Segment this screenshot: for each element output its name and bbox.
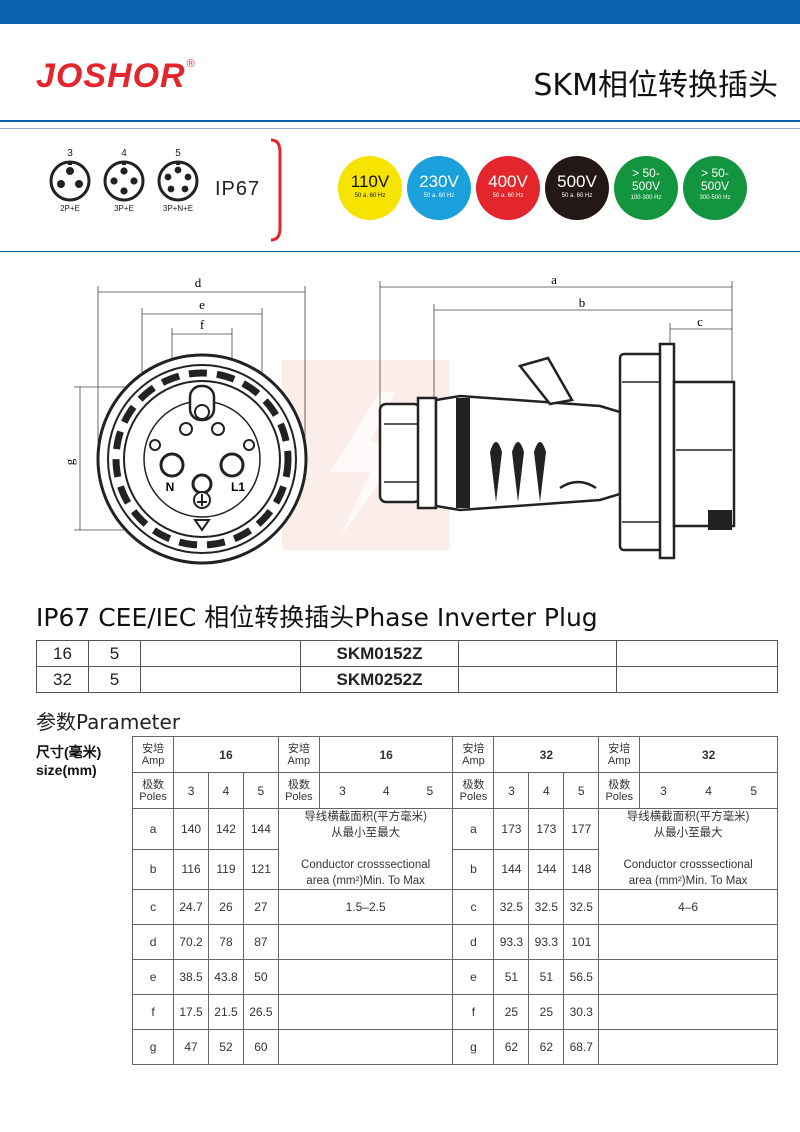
dimension-label: a [452,808,495,850]
voltage-value: 500V [557,172,597,191]
dim-label-b: b [579,295,586,310]
technical-drawing: d e f g N L1 a b c [62,272,736,565]
model-poles: 5 [88,666,141,693]
top-color-bar [0,0,800,24]
model-code: SKM0252Z [300,666,459,693]
dimension-label: d [452,924,495,960]
voltage-badge: 110V 50 a. 60 Hz [338,156,402,220]
voltage-frequency: 50 a. 60 Hz [423,193,455,199]
model-poles: 5 [88,640,141,667]
voltage-frequency: 50 a. 60 Hz [354,193,386,199]
amp-value: 32 [639,736,778,773]
voltage-frequency: 300-500 Hz [699,195,731,201]
dimension-label: c [132,889,175,925]
pin-label-l1: L1 [231,480,245,494]
ip-rating: IP67 [215,178,261,200]
dimension-label: e [452,959,495,995]
dim-label-g: g [62,458,77,465]
dimension-label: b [452,848,495,890]
dim-label-c: c [697,314,703,329]
product-title: IP67 CEE/IEC 相位转换插头Phase Inverter Plug [36,603,598,632]
conductor-value-32: 4–6 [598,889,778,925]
voltage-frequency: 100-300 Hz [630,195,662,201]
voltage-value: > 50- 500V [631,166,661,193]
voltage-badge: > 50- 500V 100-300 Hz [614,156,678,220]
parameter-title: 参数Parameter [36,710,181,734]
socket-face-icon [103,160,145,202]
red-bracket-divider [270,138,282,242]
amp-value: 16 [173,736,279,773]
conductor-value-16: 1.5–2.5 [277,889,454,925]
model-amp: 32 [36,666,89,693]
model-code: SKM0152Z [300,640,459,667]
dim-label-a: a [551,272,557,287]
header-divider [0,120,800,122]
dimension-label: g [132,1029,175,1065]
dimension-label: e [132,959,175,995]
dimension-label: d [132,924,175,960]
socket-types: 3 2P+E 4 3P+E 5 [0,148,290,238]
voltage-badge: 230V 50 a. 60 Hz [407,156,471,220]
header: JOSHOR® SKM相位转换插头 [0,24,800,120]
dimension-label: a [132,808,175,850]
section-divider [0,251,800,252]
dimension-label: b [132,848,175,890]
amp-value: 16 [318,736,454,773]
socket-5-pin: 5 3P+N+E [148,148,208,213]
amp-value: 32 [493,736,600,773]
voltage-badge: 500V 50 a. 60 Hz [545,156,609,220]
dimension-label: c [452,889,495,925]
model-amp: 16 [36,640,89,667]
front-view [96,353,308,565]
pin-label-n: N [166,480,175,494]
model-table: 16 5 SKM0152Z 32 5 SKM0252Z [36,640,778,693]
voltage-frequency: 50 a. 60 Hz [561,193,593,199]
voltage-value: 230V [419,172,459,191]
socket-4-pin: 4 3P+E [94,148,154,213]
socket-face-icon [157,160,199,202]
dimension-label: f [452,994,495,1030]
voltage-frequency: 50 a. 60 Hz [492,193,524,199]
brand-logo: JOSHOR® [36,57,196,95]
page-title: SKM相位转换插头 [533,68,778,103]
dim-label-d: d [195,275,202,290]
voltage-value: 400V [488,172,528,191]
voltage-value: > 50- 500V [700,166,730,193]
dimension-label: g [452,1029,495,1065]
voltage-badge: > 50- 500V 300-500 Hz [683,156,747,220]
side-view [378,342,736,560]
dim-label-f: f [200,317,205,332]
table-row: 16 5 SKM0152Z [36,640,778,667]
voltage-value: 110V [350,172,390,191]
dimension-label: f [132,994,175,1030]
socket-face-icon [49,160,91,202]
voltage-badge: 400V 50 a. 60 Hz [476,156,540,220]
header-divider-thin [0,128,800,129]
size-label: 尺寸(毫米)size(mm) [36,743,102,778]
watermark-bolt-icon [330,392,410,537]
dim-label-e: e [199,297,205,312]
table-row: 32 5 SKM0252Z [36,666,778,693]
socket-3-pin: 3 2P+E [40,148,100,213]
